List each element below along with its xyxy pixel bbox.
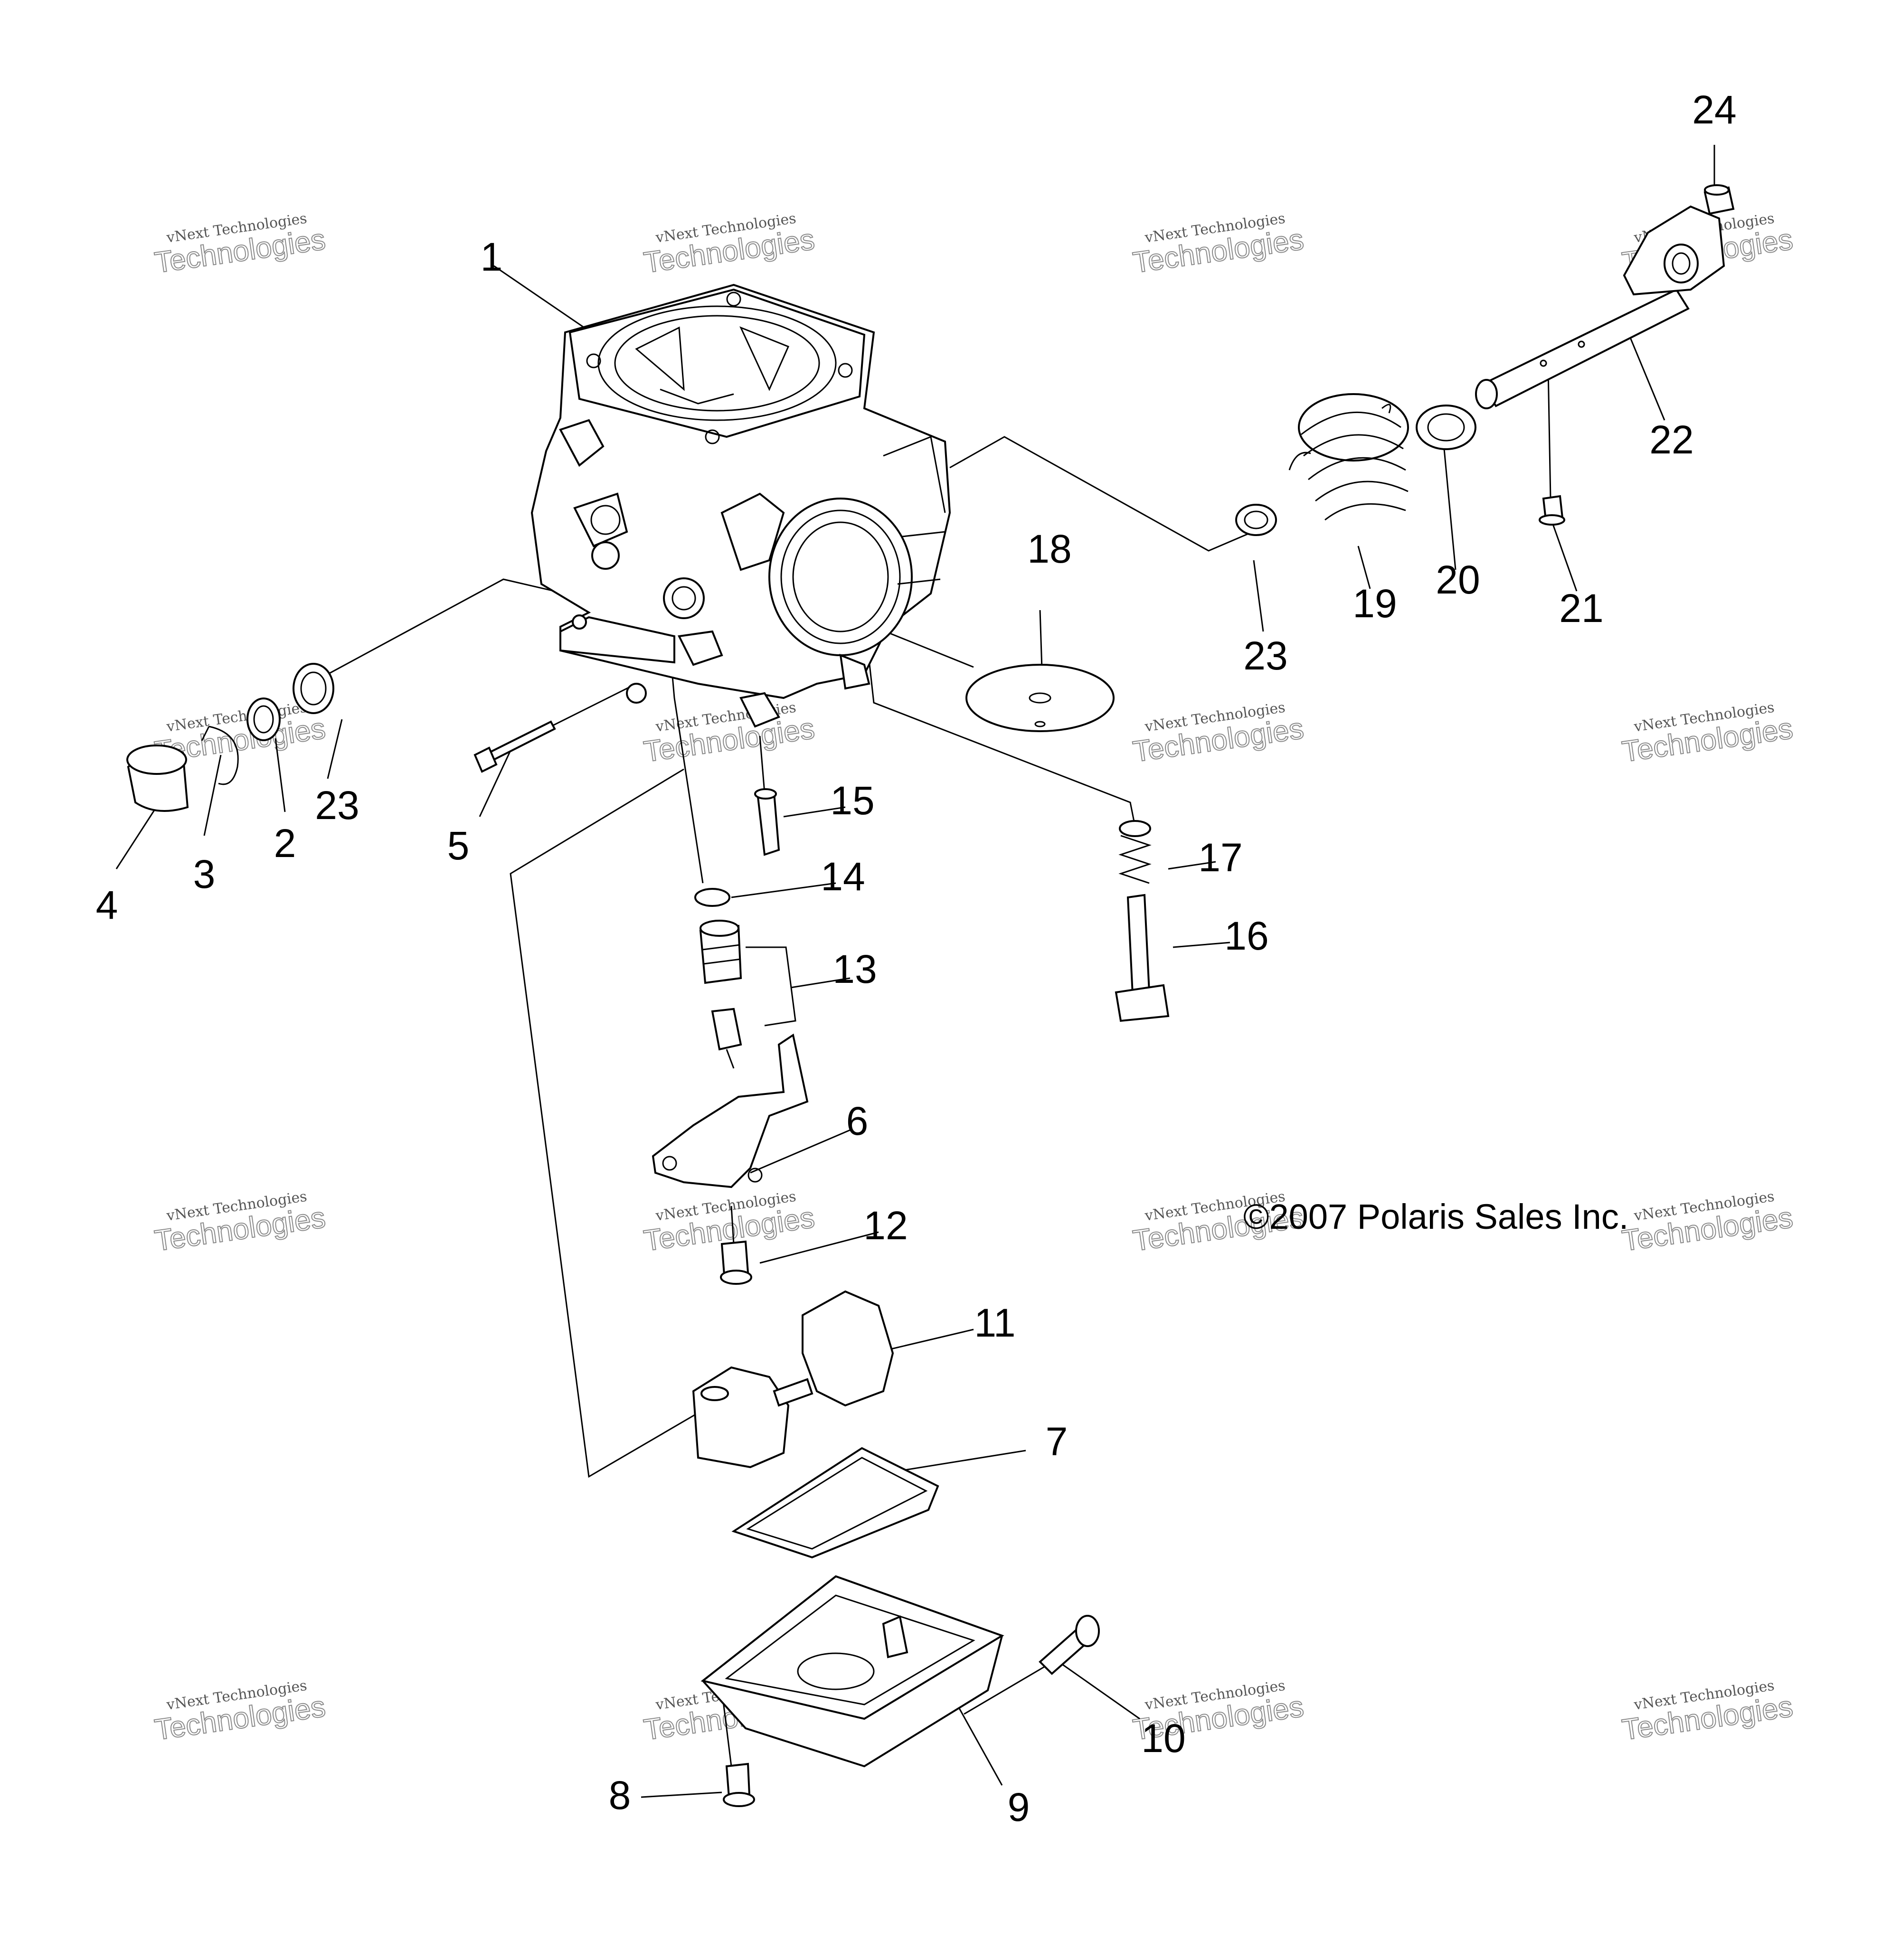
callout-label: 9 [1008,1785,1030,1829]
callout-label: 14 [821,854,865,899]
part-21-screw [1539,495,1565,526]
part-5-screw [473,720,556,773]
callout-label: 6 [846,1099,869,1143]
callout-label: 15 [830,778,874,823]
callout-label: 16 [1224,914,1268,958]
copyright-text: ©2007 Polaris Sales Inc. [1243,1197,1628,1236]
callout-label: 19 [1352,581,1397,626]
part-20-bushing [1416,405,1476,450]
part-13-needle-jet [699,920,742,1069]
part-11-float [692,1290,894,1469]
callout-label: 24 [1692,87,1736,132]
part-7-gasket [731,1447,939,1559]
part-12-screw [720,1240,752,1285]
callout-label: 23 [315,783,359,828]
part-18-plate [965,664,1115,732]
part-22-throttle-shaft [1475,205,1725,409]
part-16-adjust-screw [1115,894,1170,1022]
part-8-screw [723,1762,755,1807]
callout-label: 11 [974,1300,1015,1345]
callout-label: 21 [1559,586,1603,631]
part-3-clip [201,726,239,785]
part-1-carburetor-body [530,283,951,728]
part-2-washer [246,697,281,741]
callout-label: 5 [447,823,470,868]
callout-label: 20 [1436,557,1480,602]
callout-label: 13 [832,947,877,991]
part-23-seal-left [293,663,334,714]
part-9-float-bowl [700,1575,1004,1768]
callout-label: 17 [1198,835,1242,880]
callout-label: 4 [96,883,118,927]
callout-label: 22 [1649,417,1693,462]
callout-label: 23 [1243,633,1287,678]
part-23-seal-right [1235,504,1277,536]
callout-label: 1 [481,235,503,279]
callout-label: 10 [1141,1716,1185,1761]
part-17-spring [1118,820,1152,884]
part-19-spring [1288,393,1409,521]
leader-lines [115,145,1715,1798]
part-14-gasket [694,888,730,907]
part-6-bracket [652,1033,809,1188]
callout-label: 7 [1046,1419,1068,1464]
callout-label: 3 [193,852,216,896]
callout-label: 12 [863,1203,908,1248]
part-10-drain-screw [1039,1615,1100,1675]
part-4-cap [126,744,189,812]
part-24-cap [1703,184,1735,215]
callout-label: 18 [1027,527,1071,571]
callout-label: 2 [274,821,296,866]
callout-label: 8 [609,1773,631,1818]
part-15-pilot-jet [754,788,780,856]
